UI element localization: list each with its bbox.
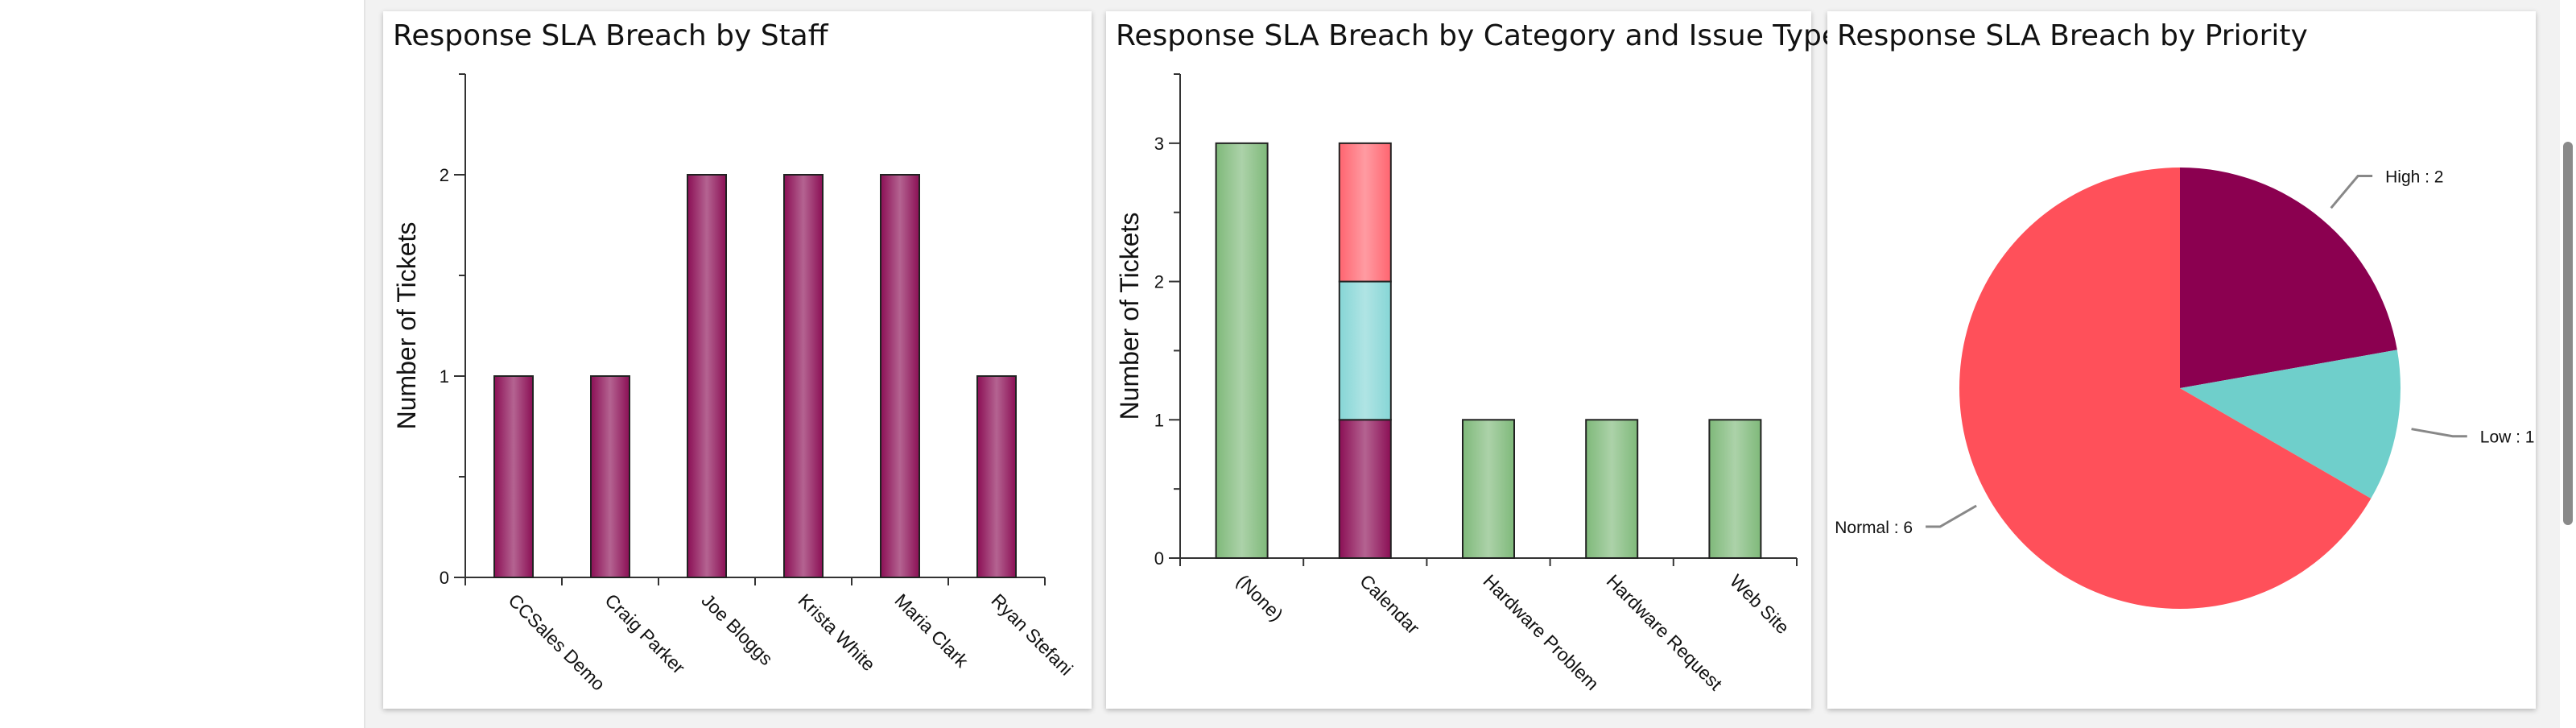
x-tick-label: (None)	[1232, 570, 1287, 625]
pie-slice-label: Normal : 6	[1835, 519, 1913, 537]
chart-title-category: Response SLA Breach by Category and Issu…	[1116, 19, 1839, 52]
bar	[493, 375, 534, 578]
y-tick-label: 0	[440, 568, 449, 588]
y-tick-label: 1	[1154, 410, 1164, 430]
scrollbar-thumb[interactable]	[2563, 142, 2573, 525]
bar-segment	[1338, 280, 1392, 421]
bar	[783, 174, 824, 578]
pie-leader-line	[2411, 428, 2467, 438]
pie-slice-label: High : 2	[2385, 168, 2443, 186]
bar-segment	[1215, 142, 1269, 560]
chart-panel-priority: Response SLA Breach by Priority High : 2…	[1827, 11, 2536, 709]
x-tick-label: Calendar	[1356, 570, 1424, 639]
x-tick-label: Hardware Request	[1603, 570, 1727, 694]
pie-slice	[1959, 168, 2372, 609]
x-tick-label: Hardware Problem	[1479, 570, 1603, 694]
chart-priority-svg: High : 2 Low : 1 Normal : 6	[1835, 168, 2535, 609]
bar	[880, 174, 920, 578]
x-tick-label: Joe Bloggs	[697, 589, 777, 669]
pie-slice-label: Low : 1	[2480, 428, 2535, 447]
x-tick-label: Krista White	[794, 589, 879, 675]
bar-segment	[1708, 419, 1762, 559]
y-tick-label: 2	[440, 165, 449, 185]
y-tick-label: 3	[1154, 134, 1164, 154]
pie-slice	[2180, 168, 2397, 388]
pie-leader-line	[1926, 504, 1977, 528]
x-tick-label: CCSales Demo	[504, 589, 609, 694]
bar-segment	[1585, 419, 1639, 559]
y-axis-label: Number of Tickets	[1115, 213, 1144, 420]
x-tick-label: Maria Clark	[890, 589, 972, 672]
vertical-scrollbar[interactable]	[2560, 0, 2576, 728]
x-tick-label: Web Site	[1726, 570, 1794, 638]
bar-segment	[1338, 419, 1392, 559]
pie-slice	[2180, 350, 2401, 498]
bar	[976, 375, 1017, 578]
y-tick-label: 0	[1154, 548, 1164, 569]
left-blank-area	[0, 0, 365, 728]
chart-title-priority: Response SLA Breach by Priority	[1837, 19, 2308, 52]
x-tick-label: Craig Parker	[601, 589, 689, 678]
y-tick-label: 2	[1154, 272, 1164, 292]
pie-leader-line	[2330, 174, 2373, 209]
y-axis-label: Number of Tickets	[392, 222, 421, 430]
y-tick-label: 1	[440, 366, 449, 387]
bar	[590, 375, 630, 578]
chart-title-staff: Response SLA Breach by Staff	[393, 19, 828, 52]
chart-panel-category: Response SLA Breach by Category and Issu…	[1106, 11, 1839, 709]
bar	[687, 174, 727, 578]
bar-segment	[1462, 419, 1515, 559]
bar-segment	[1338, 142, 1392, 283]
x-tick-label: Ryan Stefani	[987, 589, 1077, 680]
